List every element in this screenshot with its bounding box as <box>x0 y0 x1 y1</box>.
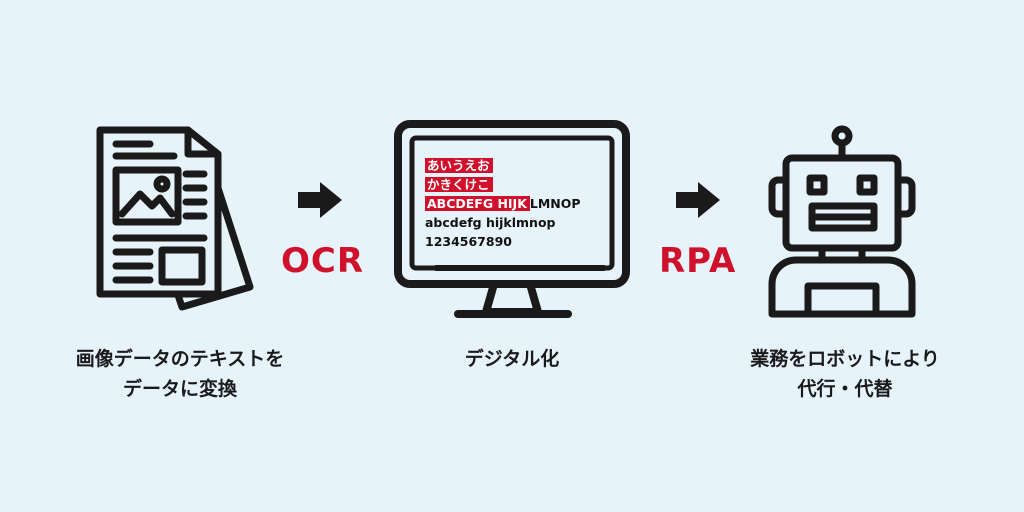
caption-line-1: 画像データのテキストを <box>75 348 285 370</box>
caption-line-2: 代行・代替 <box>797 378 893 400</box>
ocr-label: OCR <box>281 241 365 281</box>
documents-with-image-icon <box>96 126 254 311</box>
step-caption-ocr-source: 画像データのテキストを データに変換 <box>40 344 320 404</box>
caption-line-1: 業務をロボットにより <box>750 348 940 370</box>
step-caption-digitize: デジタル化 <box>412 344 612 374</box>
highlight-line-2: かきくけこ <box>425 177 493 192</box>
screen-line-4: abcdefg hijklmnop <box>425 215 556 230</box>
caption-line-2: データに変換 <box>122 378 237 400</box>
step-caption-robot: 業務をロボットにより 代行・代替 <box>700 344 990 404</box>
right-arrow-icon <box>298 182 342 218</box>
caption-line-1: デジタル化 <box>464 348 560 370</box>
screen-line-5: 1234567890 <box>425 234 512 249</box>
highlight-line-3: ABCDEFG HIJK <box>425 196 530 211</box>
rpa-label: RPA <box>659 241 737 281</box>
robot-icon <box>768 125 916 318</box>
line-3-rest: LMNOP <box>529 196 581 211</box>
right-arrow-icon <box>676 182 720 218</box>
monitor-icon <box>394 120 630 318</box>
highlight-line-1: あいうえお <box>425 158 493 173</box>
